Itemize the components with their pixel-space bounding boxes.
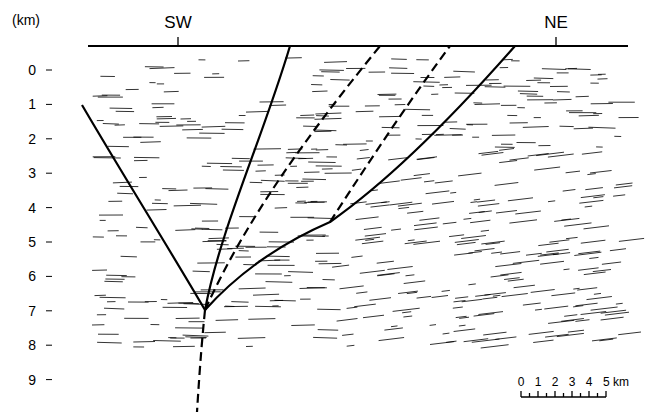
fault-dashed: [197, 310, 205, 412]
scale-label: 3: [569, 376, 576, 388]
fault-solid: [82, 105, 205, 310]
axis-tick: [177, 37, 178, 46]
axis-tick: [555, 37, 556, 46]
depth-label: 1: [28, 97, 36, 111]
scale-label: 2: [552, 376, 559, 388]
fault-solid: [205, 46, 515, 310]
scale-bar: [521, 391, 606, 397]
scale-label: 5 km: [603, 376, 629, 388]
depth-label: 2: [28, 132, 36, 146]
depth-label: 6: [28, 269, 36, 283]
depth-label: 3: [28, 166, 36, 180]
depth-label: 8: [28, 338, 36, 352]
surface-line: [88, 45, 628, 47]
scale-label: 4: [586, 376, 593, 388]
scale-label: 0: [518, 376, 525, 388]
fault-lines: [82, 46, 515, 412]
depth-label: 7: [28, 304, 36, 318]
direction-label: NE: [544, 14, 568, 31]
depth-label: 9: [28, 373, 36, 387]
reflector-texture: [92, 58, 644, 348]
fault-dashed: [205, 46, 380, 310]
scale-label: 1: [535, 376, 542, 388]
fault-dashed: [330, 46, 450, 222]
depth-label: 5: [28, 235, 36, 249]
direction-label: SW: [164, 14, 191, 31]
depth-label: (km): [12, 13, 40, 27]
depth-label: 0: [28, 63, 36, 77]
depth-label: 4: [28, 201, 36, 215]
depth-ticks: [46, 70, 52, 380]
